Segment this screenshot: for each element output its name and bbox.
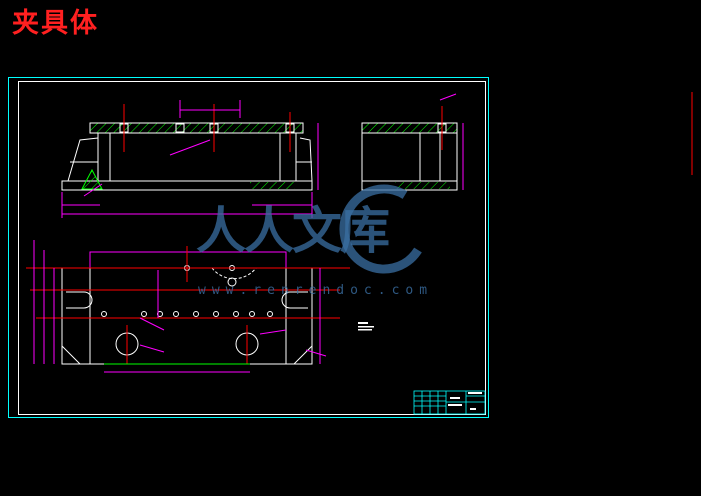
watermark-url: www.renrendoc.com — [198, 283, 434, 298]
sheet-inner-frame — [18, 81, 486, 415]
watermark-text: 人人文库 — [196, 202, 390, 260]
front-view — [61, 100, 319, 218]
plan-view — [26, 240, 350, 373]
renrendoc-logo-icon — [339, 184, 422, 274]
sheet-outer-frame — [8, 77, 489, 418]
side-view — [361, 93, 464, 191]
title-block — [413, 390, 486, 415]
technical-notes — [358, 322, 374, 331]
drawing-title: 夹具体 — [12, 8, 99, 39]
